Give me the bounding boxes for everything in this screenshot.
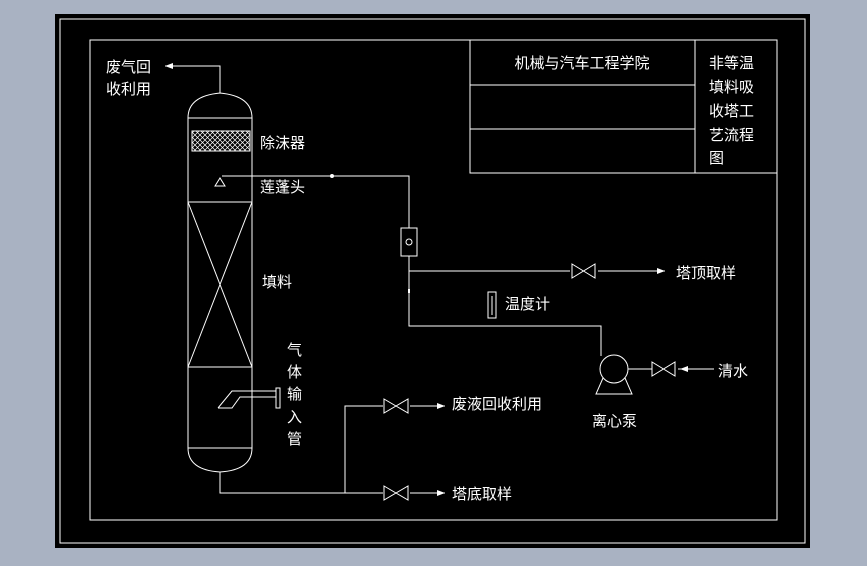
top-sampling-valve[interactable] bbox=[571, 263, 596, 279]
waste-liquid-valve[interactable] bbox=[383, 398, 409, 414]
packing-label: 填料 bbox=[262, 273, 292, 291]
spray-nozzle bbox=[214, 177, 226, 187]
bottom-sampling-label: 塔底取样 bbox=[452, 485, 512, 503]
drawing-title-line-1: 非等温 bbox=[709, 54, 754, 72]
exhaust-label-line-2: 收利用 bbox=[106, 80, 151, 98]
centrifugal-pump-icon bbox=[595, 354, 714, 395]
liquid-feed-line bbox=[222, 174, 665, 356]
packing-bed bbox=[187, 201, 253, 368]
inner-frame bbox=[89, 39, 778, 521]
drawing-title-line-5: 图 bbox=[709, 149, 724, 167]
spray-head-label: 莲蓬头 bbox=[260, 178, 305, 196]
flow-meter bbox=[400, 227, 418, 257]
demister-label: 除沫器 bbox=[260, 134, 305, 152]
gas-inlet-char-2: 体 bbox=[287, 363, 302, 381]
gas-inlet-char-3: 输 bbox=[287, 385, 302, 403]
exhaust-label-line-1: 废气回 bbox=[106, 58, 151, 76]
demister-mesh bbox=[191, 130, 251, 152]
outer-frame bbox=[59, 18, 806, 544]
gas-inlet-char-4: 入 bbox=[287, 408, 302, 426]
gas-inlet-char-1: 气 bbox=[287, 341, 302, 359]
exhaust-outlet-line bbox=[165, 63, 221, 93]
gas-inlet-char-5: 管 bbox=[287, 430, 302, 448]
bottom-sampling-valve[interactable] bbox=[383, 485, 409, 501]
thermometer-icon bbox=[487, 291, 497, 319]
gas-inlet-pipe bbox=[217, 390, 276, 409]
flow-meter-dial bbox=[405, 238, 413, 246]
drawing-canvas bbox=[55, 14, 810, 548]
clean-water-valve[interactable] bbox=[651, 361, 676, 377]
drawing-title: 非等温 填料吸 收塔工 艺流程 图 bbox=[709, 54, 754, 167]
title-block bbox=[469, 39, 778, 174]
school-name: 机械与汽车工程学院 bbox=[514, 54, 649, 72]
waste-liquid-label: 废液回收利用 bbox=[452, 395, 542, 413]
bottom-drain-line bbox=[219, 403, 445, 496]
absorption-tower bbox=[187, 92, 281, 473]
drawing-title-line-4: 艺流程 bbox=[709, 126, 754, 144]
clean-water-label: 清水 bbox=[718, 362, 748, 380]
drawing-title-line-2: 填料吸 bbox=[709, 78, 754, 96]
gas-inlet-label: 气 体 输 入 管 bbox=[287, 341, 302, 448]
thermometer-label: 温度计 bbox=[505, 295, 550, 313]
top-sampling-label: 塔顶取样 bbox=[676, 264, 736, 282]
gas-inlet-flange bbox=[275, 387, 281, 409]
pump-label: 离心泵 bbox=[592, 412, 637, 430]
drawing-title-line-3: 收塔工 bbox=[709, 102, 754, 120]
